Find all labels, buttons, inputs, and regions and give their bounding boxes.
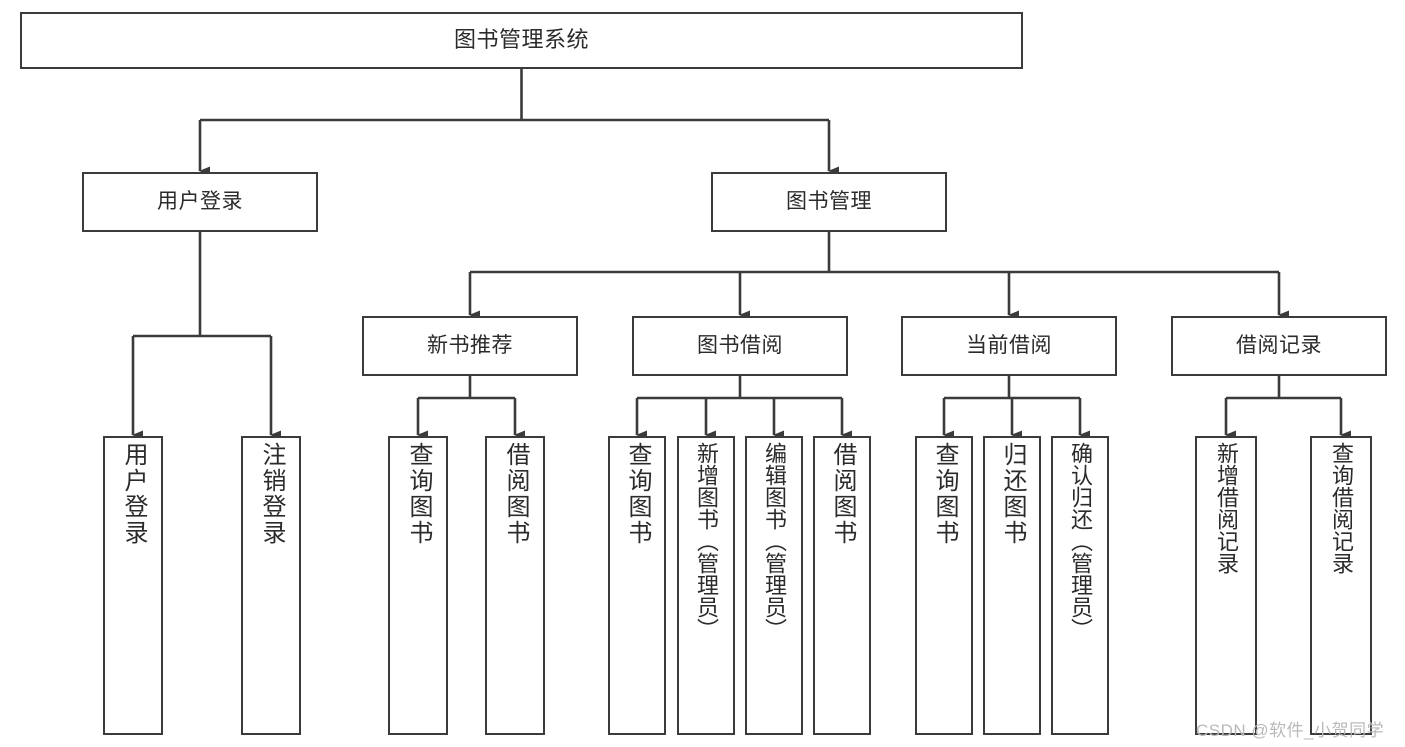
node-label: 借阅图书 — [502, 442, 529, 546]
node-label: 借阅记录 — [1236, 334, 1322, 358]
node-leaf-confirm-return[interactable]: 确认归还（管理员） — [1051, 436, 1109, 735]
node-label: 新增图书（管理员） — [694, 442, 719, 640]
node-label: 用户登录 — [157, 190, 243, 214]
node-label: 查询图书 — [405, 442, 432, 546]
node-book-borrow[interactable]: 图书借阅 — [632, 316, 848, 376]
node-label: 图书借阅 — [697, 334, 783, 358]
node-user-login[interactable]: 用户登录 — [82, 172, 318, 232]
node-label: 查询图书 — [931, 442, 958, 546]
node-label: 注销登录 — [258, 442, 285, 546]
node-label: 确认归还（管理员） — [1068, 442, 1093, 640]
node-leaf-query-record[interactable]: 查询借阅记录 — [1310, 436, 1372, 735]
node-new-book-rec[interactable]: 新书推荐 — [362, 316, 578, 376]
watermark-text: CSDN @软件_小贺同学 — [1196, 721, 1385, 740]
node-book-manage[interactable]: 图书管理 — [711, 172, 947, 232]
node-label: 新书推荐 — [427, 334, 513, 358]
node-current-borrow[interactable]: 当前借阅 — [901, 316, 1117, 376]
node-leaf-borrow-book-2[interactable]: 借阅图书 — [813, 436, 871, 735]
node-label: 编辑图书（管理员） — [762, 442, 787, 640]
node-label: 当前借阅 — [966, 334, 1052, 358]
node-borrow-record[interactable]: 借阅记录 — [1171, 316, 1387, 376]
node-label: 图书管理系统 — [453, 27, 589, 53]
node-leaf-query-book-2[interactable]: 查询图书 — [608, 436, 666, 735]
node-leaf-query-book-3[interactable]: 查询图书 — [915, 436, 973, 735]
node-leaf-query-book-1[interactable]: 查询图书 — [388, 436, 448, 735]
node-leaf-borrow-book-1[interactable]: 借阅图书 — [485, 436, 545, 735]
node-root[interactable]: 图书管理系统 — [20, 12, 1023, 69]
node-leaf-add-record[interactable]: 新增借阅记录 — [1195, 436, 1257, 735]
node-leaf-return-book[interactable]: 归还图书 — [983, 436, 1041, 735]
node-label: 图书管理 — [786, 190, 872, 214]
node-label: 查询图书 — [624, 442, 651, 546]
node-label: 新增借阅记录 — [1214, 442, 1239, 574]
node-label: 用户登录 — [120, 442, 147, 546]
node-leaf-user-login[interactable]: 用户登录 — [103, 436, 163, 735]
node-label: 借阅图书 — [829, 442, 856, 546]
node-label: 查询借阅记录 — [1329, 442, 1354, 574]
node-label: 归还图书 — [999, 442, 1026, 546]
node-leaf-add-book[interactable]: 新增图书（管理员） — [677, 436, 735, 735]
node-leaf-logout[interactable]: 注销登录 — [241, 436, 301, 735]
node-leaf-edit-book[interactable]: 编辑图书（管理员） — [745, 436, 803, 735]
